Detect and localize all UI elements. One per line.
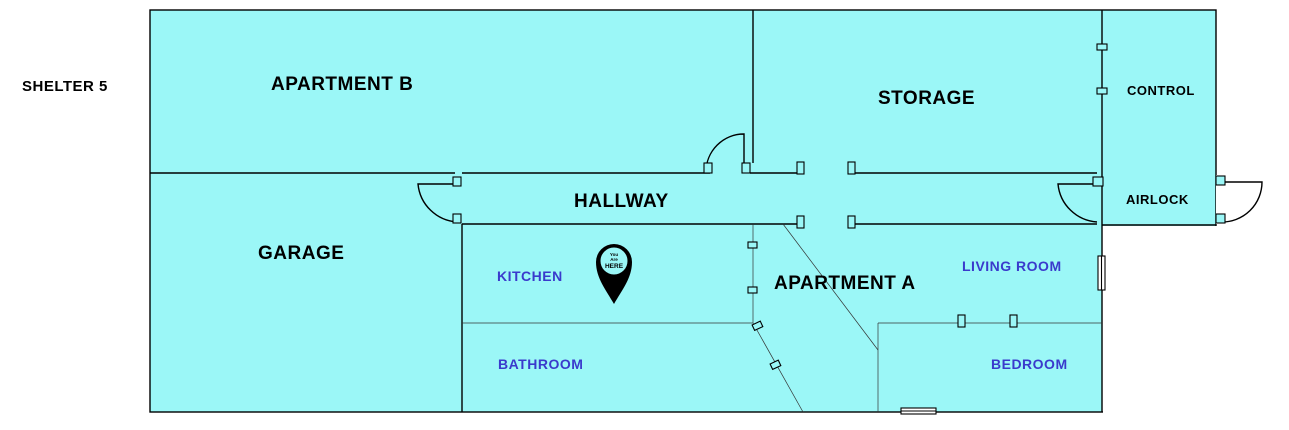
post-kitchen-b: [747, 286, 758, 294]
floor-airlock: [1102, 174, 1216, 226]
floor-areas: [150, 10, 1216, 412]
marker-line-2: Are: [610, 257, 618, 262]
notch-airlock: [1216, 175, 1220, 224]
notch-below-airlock: [1103, 226, 1218, 416]
post-bath-a: [751, 320, 764, 332]
post-bedroom-a: [957, 314, 966, 328]
label-garage: GARAGE: [258, 243, 344, 264]
door-swing-hallway-left: [417, 183, 458, 223]
post-control-top: [1096, 43, 1108, 51]
label-living-room: LIVING ROOM: [962, 258, 1062, 274]
post-airlock-a: [1092, 176, 1104, 187]
post-apt-a-b: [847, 215, 856, 229]
label-control: CONTROL: [1127, 83, 1195, 98]
post-apt-a-a: [796, 215, 805, 229]
post-apt-b-b: [741, 162, 751, 174]
post-apt-b-a: [703, 162, 713, 174]
marker-line-1: You: [610, 252, 618, 257]
post-airlock-c: [1215, 213, 1226, 224]
post-storage-b: [847, 161, 856, 175]
partition-diagonal-living: [782, 223, 879, 351]
post-bath-b: [769, 359, 782, 371]
post-control-mid: [1096, 87, 1108, 95]
windows: [900, 255, 1106, 415]
label-apartment-b: APARTMENT B: [271, 74, 413, 95]
post-kitchen-a: [747, 241, 758, 249]
labels: SHELTER 5 APARTMENT B STORAGE CONTROL HA…: [22, 74, 1195, 372]
marker-line-3: HERE: [605, 263, 624, 270]
you-are-here-marker: You Are HERE: [596, 244, 632, 304]
post-airlock-b: [1215, 175, 1226, 186]
post-storage-a: [796, 161, 805, 175]
door-swing-airlock-right: [1220, 181, 1263, 223]
floor-garage: [150, 173, 462, 412]
label-airlock: AIRLOCK: [1126, 192, 1189, 207]
label-storage: STORAGE: [878, 88, 975, 109]
post-hall-left-b: [452, 213, 462, 224]
label-bathroom: BATHROOM: [498, 356, 583, 372]
floor-hallway: [457, 173, 1103, 225]
door-swing-airlock-left: [1057, 183, 1098, 223]
door-posts: [452, 43, 1226, 371]
floor-apartment-a: [462, 224, 1102, 412]
pin-inner-circle: [600, 247, 628, 275]
label-bedroom: BEDROOM: [991, 356, 1068, 372]
doors: [417, 133, 1263, 223]
post-bedroom-b: [1009, 314, 1018, 328]
map-title: SHELTER 5: [22, 78, 108, 95]
interior-partitions: [462, 223, 1102, 413]
label-kitchen: KITCHEN: [497, 268, 563, 284]
post-hall-left-a: [452, 176, 462, 187]
label-hallway: HALLWAY: [574, 191, 669, 212]
boundary-notches: [1103, 175, 1220, 416]
floor-main: [150, 10, 1216, 174]
label-apartment-a: APARTMENT A: [774, 273, 916, 294]
